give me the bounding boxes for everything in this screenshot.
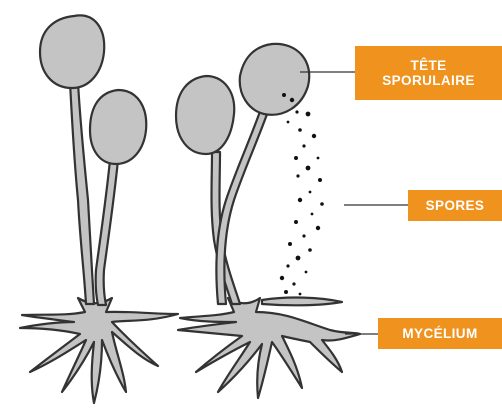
stalk-left-short <box>96 160 118 305</box>
sporangium-left-tall <box>40 15 104 88</box>
sporangium-left-short <box>90 90 146 164</box>
sporangium-right-1 <box>176 76 234 154</box>
mycelium-right <box>178 298 360 398</box>
spore-patch <box>262 298 342 306</box>
label-mycelium: MYCÉLIUM <box>378 318 502 349</box>
label-spores-text: SPORES <box>426 198 485 213</box>
spores-cloud <box>280 93 324 295</box>
label-tete-line2: SPORULAIRE <box>382 73 475 88</box>
mycelium-left <box>20 298 178 403</box>
sporangium-right-2 <box>240 44 310 115</box>
label-mycelium-text: MYCÉLIUM <box>402 326 477 341</box>
label-tete-line1: TÊTE <box>410 58 446 73</box>
label-tete-sporulaire: TÊTE SPORULAIRE <box>355 46 502 100</box>
label-spores: SPORES <box>408 190 502 221</box>
